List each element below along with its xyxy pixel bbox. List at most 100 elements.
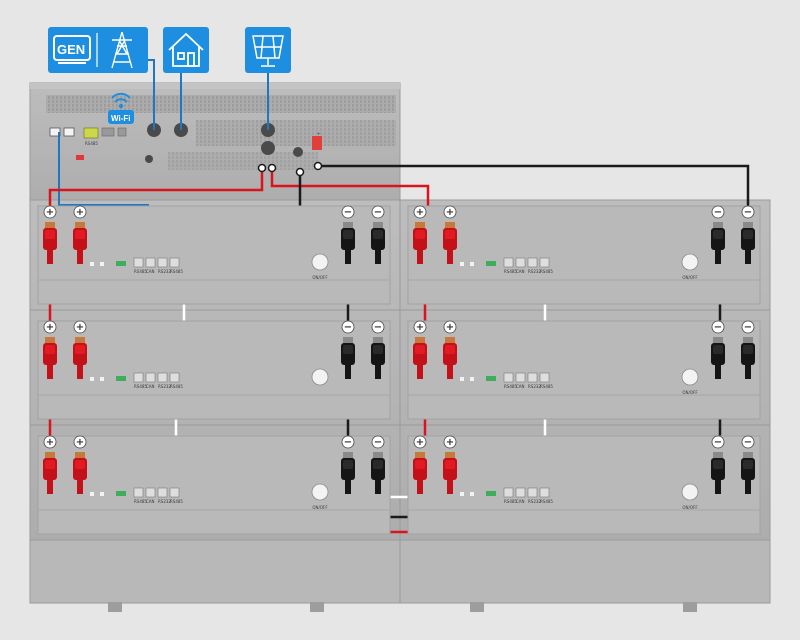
positive-symbol: +	[46, 437, 54, 448]
indicator-led	[100, 377, 104, 381]
port-label: RS485	[134, 269, 147, 274]
house-icon	[168, 32, 204, 67]
comm-port	[169, 257, 180, 268]
negative-marker	[341, 205, 355, 219]
connector-boot	[77, 365, 83, 379]
connector-boot	[345, 250, 351, 264]
comm-port	[503, 257, 514, 268]
comm-port	[527, 372, 538, 383]
wifi-icon	[108, 92, 134, 124]
positive-marker	[443, 435, 457, 449]
power-button-label: ON/OFF	[682, 390, 698, 395]
port-label: CAN	[146, 499, 155, 504]
connector-cap	[445, 345, 455, 354]
connector-cap	[743, 345, 753, 354]
terminal-stud	[415, 222, 425, 230]
comm-port	[169, 487, 180, 498]
positive-marker	[443, 205, 457, 219]
power-button	[681, 483, 699, 501]
power-button-label: ON/OFF	[682, 275, 698, 280]
port-label: RS485	[170, 269, 183, 274]
indicator-led	[100, 492, 104, 496]
port-label: RS485	[540, 269, 553, 274]
connector-cap	[343, 460, 353, 469]
connector-cap	[713, 460, 723, 469]
indicator-led	[100, 262, 104, 266]
connector-boot	[417, 250, 423, 264]
positive-symbol: +	[46, 322, 54, 333]
negative-marker	[711, 435, 725, 449]
comm-port	[157, 257, 168, 268]
indicator-led	[90, 492, 94, 496]
connector-cap	[343, 230, 353, 239]
negative-symbol: −	[714, 437, 722, 448]
connector-cap	[343, 345, 353, 354]
comm-port	[145, 372, 156, 383]
indicator-led	[460, 377, 464, 381]
connector-boot	[715, 480, 721, 494]
connector-boot	[345, 365, 351, 379]
port-label: RS232	[158, 269, 171, 274]
terminal-block	[83, 127, 99, 139]
module-panel	[37, 205, 391, 305]
port-label: CAN	[146, 269, 155, 274]
connector-boot	[47, 250, 53, 264]
connector-boot	[345, 480, 351, 494]
port-label: CAN	[516, 384, 525, 389]
comm-port	[527, 487, 538, 498]
connector-cap	[45, 345, 55, 354]
positive-symbol: +	[446, 322, 454, 333]
rs485-label: RS485	[85, 141, 98, 146]
indicator-led	[460, 262, 464, 266]
positive-marker	[413, 205, 427, 219]
port-label: RS485	[170, 499, 183, 504]
terminal-stud	[45, 222, 55, 230]
negative-symbol: −	[714, 322, 722, 333]
terminal-stud	[373, 337, 383, 345]
connector-boot	[447, 250, 453, 264]
positive-symbol: +	[416, 322, 424, 333]
connector-boot	[745, 250, 751, 264]
comm-port	[157, 487, 168, 498]
power-button-label: ON/OFF	[682, 505, 698, 510]
power-button	[681, 253, 699, 271]
dip-switch	[486, 376, 496, 381]
comm-port	[145, 257, 156, 268]
connector-cap	[373, 230, 383, 239]
terminal-stud	[743, 337, 753, 345]
port-label: RS232	[158, 499, 171, 504]
generator-icon: GEN	[53, 35, 91, 64]
connector-cap	[713, 345, 723, 354]
negative-marker	[341, 435, 355, 449]
port-label: RS485	[540, 499, 553, 504]
terminal-stud	[75, 452, 85, 460]
comm-port	[145, 487, 156, 498]
port-label: RS485	[504, 269, 517, 274]
comm-port	[503, 487, 514, 498]
house-icon-box	[163, 27, 209, 73]
positive-symbol: +	[416, 207, 424, 218]
port-label: RS232	[528, 269, 541, 274]
comm-port	[503, 372, 514, 383]
negative-marker	[741, 435, 755, 449]
terminal-stud	[713, 222, 723, 230]
negative-marker	[371, 435, 385, 449]
negative-marker	[371, 205, 385, 219]
terminal-stud	[45, 337, 55, 345]
terminal-stud	[415, 452, 425, 460]
terminal-stud	[445, 222, 455, 230]
connector-boot	[715, 365, 721, 379]
red-indicator	[76, 155, 84, 160]
positive-marker	[73, 205, 87, 219]
positive-symbol: +	[446, 207, 454, 218]
connector-boot	[417, 480, 423, 494]
positive-symbol: +	[416, 437, 424, 448]
terminal-stud	[373, 452, 383, 460]
positive-marker	[73, 435, 87, 449]
terminal-stud	[75, 222, 85, 230]
comm-port	[515, 372, 526, 383]
positive-marker	[413, 320, 427, 334]
